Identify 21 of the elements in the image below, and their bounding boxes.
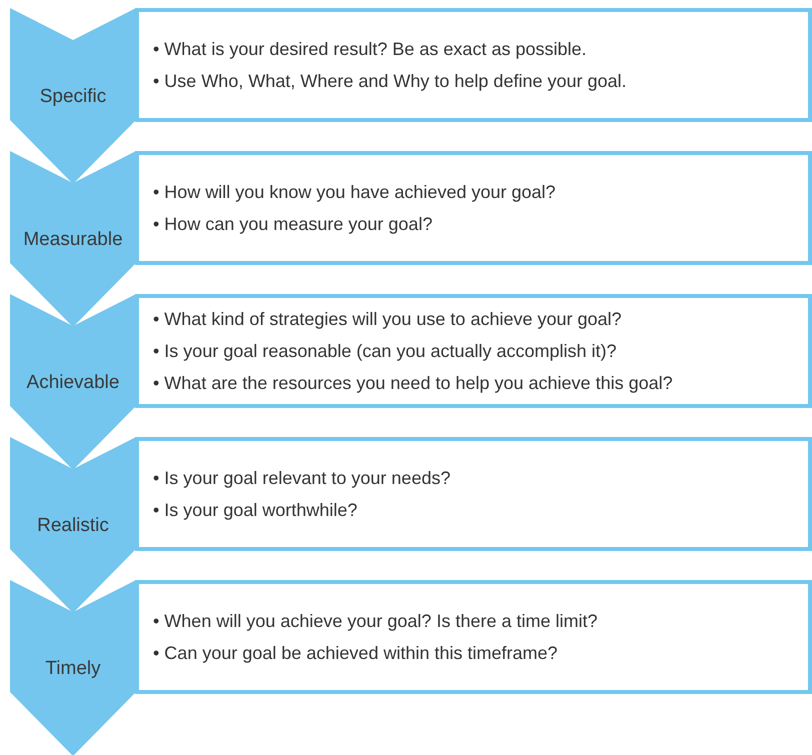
text-panel bbox=[135, 294, 812, 408]
bullet-item: • What are the resources you need to help you achieve this goal? bbox=[153, 372, 674, 395]
bullet-item: • How can you measure your goal? bbox=[153, 213, 434, 236]
text-panel bbox=[135, 580, 812, 694]
text-panel bbox=[135, 151, 812, 265]
bullet-item: • Is your goal reasonable (can you actually accomplish it)? bbox=[153, 340, 618, 363]
text-panel bbox=[135, 437, 812, 551]
bullet-item: • Is your goal relevant to your needs? bbox=[153, 467, 452, 490]
bullet-item: • Is your goal worthwhile? bbox=[153, 499, 358, 522]
step-label: Timely bbox=[44, 658, 102, 680]
step-label: Measurable bbox=[22, 229, 124, 251]
bullet-item: • Can your goal be achieved within this timeframe? bbox=[153, 642, 559, 665]
step-label: Realistic bbox=[36, 515, 110, 537]
bullet-item: • How will you know you have achieved your goal? bbox=[153, 181, 557, 204]
text-panel bbox=[135, 8, 812, 122]
bullet-item: • When will you achieve your goal? Is there a time limit? bbox=[153, 610, 598, 633]
step-label: Achievable bbox=[26, 372, 120, 394]
bullet-item: • What is your desired result? Be as exact as possible. bbox=[153, 38, 588, 61]
step-label: Specific bbox=[38, 86, 108, 108]
bullet-item: • What kind of strategies will you use to achieve your goal? bbox=[153, 308, 623, 331]
bullet-item: • Use Who, What, Where and Why to help define your goal. bbox=[153, 70, 628, 93]
